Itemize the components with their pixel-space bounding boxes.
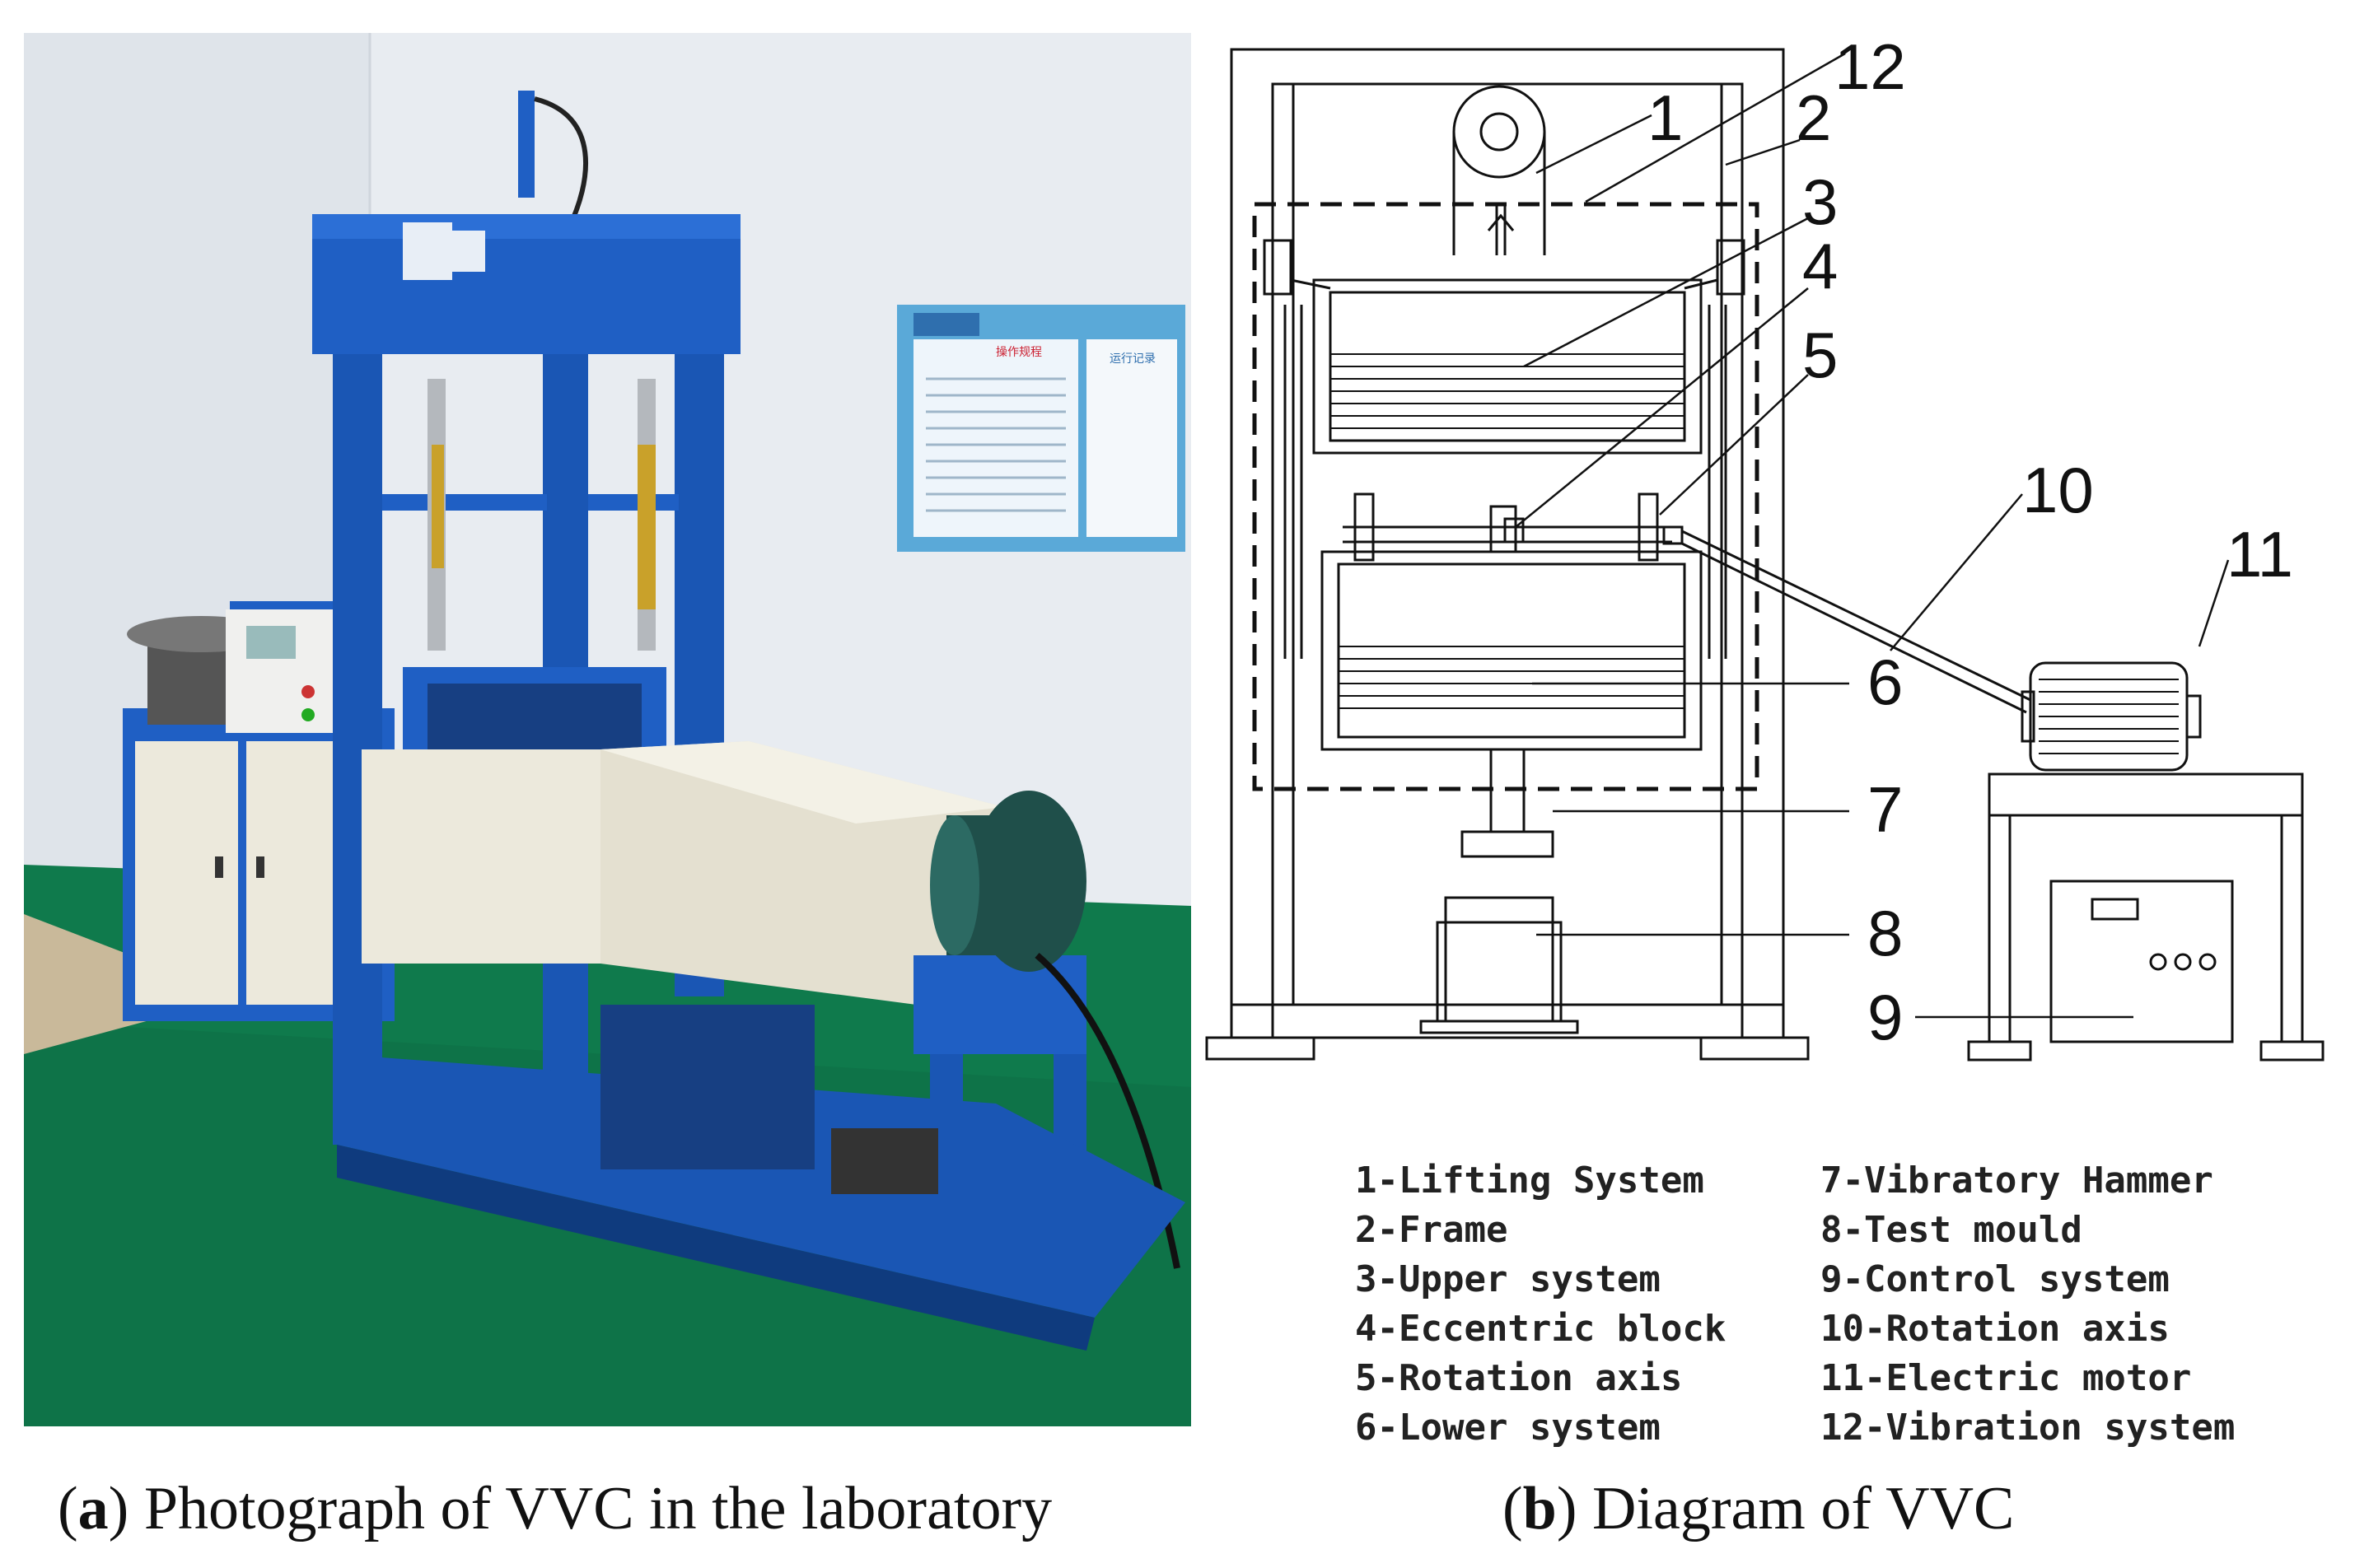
legend-item: 4-Eccentric block [1355,1308,1727,1350]
callout-5: 5 [1802,319,1838,391]
vibration-system-box [1255,204,1757,789]
legend-item: 7-Vibratory Hammer [1820,1160,2213,1202]
callout-1: 1 [1647,82,1683,154]
legend-item: 12-Vibration system [1820,1407,2236,1449]
callout-7: 7 [1867,773,1903,846]
poster-side-label: 运行记录 [1110,352,1156,366]
callout-9: 9 [1867,981,1903,1053]
legend-item: 1-Lifting System [1355,1160,1704,1202]
cream-housing [362,741,1004,1013]
poster-title: 操作规程 [996,346,1042,359]
caption-a-text: Photograph of VVC in the laboratory [143,1475,1053,1542]
motor-diagram [2022,663,2200,770]
rotation-axis [1343,494,1682,560]
vvc-machine [312,91,741,1145]
vibratory-hammer [1462,749,1553,856]
legend-item: 3-Upper system [1355,1258,1661,1300]
legend-item: 11-Electric motor [1820,1357,2192,1399]
lifting-system [1454,86,1544,255]
lower-system [1322,552,1701,749]
connecting-shaft [1682,531,2030,712]
test-mould [1421,898,1577,1033]
caption-b-text: Diagram of VVC [1591,1475,2015,1542]
legend-item: 2-Frame [1355,1209,1508,1251]
callout-3: 3 [1802,166,1838,238]
legend-item: 5-Rotation axis [1355,1357,1683,1399]
callout-4: 4 [1802,230,1838,302]
callout-11: 11 [2226,518,2293,590]
caption-b-letter: b [1522,1475,1557,1542]
legend-item: 8-Test mould [1820,1209,2082,1251]
control-system [1969,774,2323,1060]
machine-base [337,1005,1185,1351]
legend-item: 10-Rotation axis [1820,1308,2170,1350]
frame [1207,49,1808,1059]
upper-system [1314,280,1701,453]
photograph-panel: 操作规程 运行记录 [24,33,1191,1426]
wall-poster: 操作规程 运行记录 [897,305,1185,552]
caption-b: (b) Diagram of VVC [1502,1475,2015,1542]
side-guides [1264,240,1744,659]
legend-right: 7-Vibratory Hammer 8-Test mould 9-Contro… [1820,1156,2235,1453]
legend-left: 1-Lifting System 2-Frame 3-Upper system … [1355,1156,1726,1453]
callout-6: 6 [1867,646,1903,718]
callout-12: 12 [1834,33,1906,103]
caption-a-letter: a [77,1475,109,1542]
vvc-diagram: 1 2 3 4 5 6 7 8 9 10 11 12 [1199,33,2369,1095]
callout-8: 8 [1867,897,1903,969]
callout-numbers: 1 2 3 4 5 6 7 8 9 10 11 12 [1647,33,2293,1053]
caption-a: (a) Photograph of VVC in the laboratory [58,1475,1053,1542]
callout-2: 2 [1796,82,1831,154]
legend-item: 6-Lower system [1355,1407,1661,1449]
leader-lines [1516,54,2228,1017]
legend-item: 9-Control system [1820,1258,2170,1300]
callout-10: 10 [2022,454,2094,526]
